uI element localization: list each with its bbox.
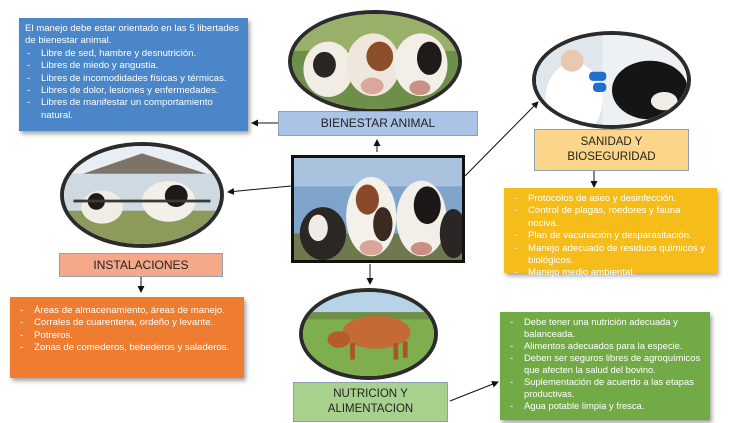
instalaciones-list: Áreas de almacenamiento, áreas de manejo… xyxy=(18,305,236,355)
arrow-nutricion-to-text xyxy=(449,380,499,402)
bienestar-label: BIENESTAR ANIMAL xyxy=(278,111,478,136)
sanidad-list: Protocolos de aseo y desinfección. Contr… xyxy=(512,193,709,280)
list-item: Libres de miedo y angustia. xyxy=(25,60,240,73)
bienestar-text-box: El manejo debe estar orientado en las 5 … xyxy=(19,18,248,131)
center-cows-photo xyxy=(291,155,465,263)
instalaciones-barn-photo xyxy=(60,142,224,248)
list-item: Corrales de cuarentena, ordeño y levante… xyxy=(18,317,236,330)
list-item: Manejo adecuado de residuos químicos y b… xyxy=(512,243,709,268)
list-item: Plan de vacunación y desparasitación. xyxy=(512,230,709,243)
list-item: Zonas de comederos, bebederos y saladero… xyxy=(18,342,236,355)
list-item: Protocolos de aseo y desinfección. xyxy=(512,193,709,206)
list-item: Agua potable limpia y fresca. xyxy=(508,400,702,412)
list-item: Libres de incomodidades físicas y térmic… xyxy=(25,73,240,86)
list-item: Libre de sed, hambre y desnutrición. xyxy=(25,48,240,61)
nutricion-list: Debe tener una nutrición adecuada y bala… xyxy=(508,316,702,412)
arrow-to-instalaciones xyxy=(227,185,292,195)
list-item: Deben ser seguros libres de agroquímicos… xyxy=(508,352,702,376)
bienestar-list: Libre de sed, hambre y desnutrición. Lib… xyxy=(25,48,240,122)
nutricion-text-box: Debe tener una nutrición adecuada y bala… xyxy=(500,312,710,420)
list-item: Alimentos adecuados para la especie. xyxy=(508,340,702,352)
sanidad-text-box: Protocolos de aseo y desinfección. Contr… xyxy=(504,188,717,280)
list-item: Áreas de almacenamiento, áreas de manejo… xyxy=(18,305,236,318)
list-item: Control de plagas, roedores y fauna noci… xyxy=(512,205,709,230)
instalaciones-label: INSTALACIONES xyxy=(59,253,223,277)
arrow-to-sanidad xyxy=(464,101,539,177)
list-item: Debe tener una nutrición adecuada y bala… xyxy=(508,316,702,340)
nutricion-grazing-photo xyxy=(299,288,438,380)
list-item: Manejo medio ambiental. xyxy=(512,267,709,280)
sanidad-label: SANIDAD Y BIOSEGURIDAD xyxy=(534,129,689,171)
list-item: Libres de manifestar un comportamiento n… xyxy=(25,97,240,122)
nutricion-label: NUTRICION Y ALIMENTACION xyxy=(293,382,448,422)
sanidad-vaccination-photo xyxy=(532,31,691,129)
list-item: Libres de dolor, lesiones y enfermedades… xyxy=(25,85,240,98)
list-item: Suplementación de acuerdo a las etapas p… xyxy=(508,376,702,400)
bienestar-intro: El manejo debe estar orientado en las 5 … xyxy=(25,23,239,47)
list-item: Potreros. xyxy=(18,330,236,343)
bienestar-cows-photo xyxy=(288,10,462,113)
instalaciones-text-box: Áreas de almacenamiento, áreas de manejo… xyxy=(10,297,244,378)
